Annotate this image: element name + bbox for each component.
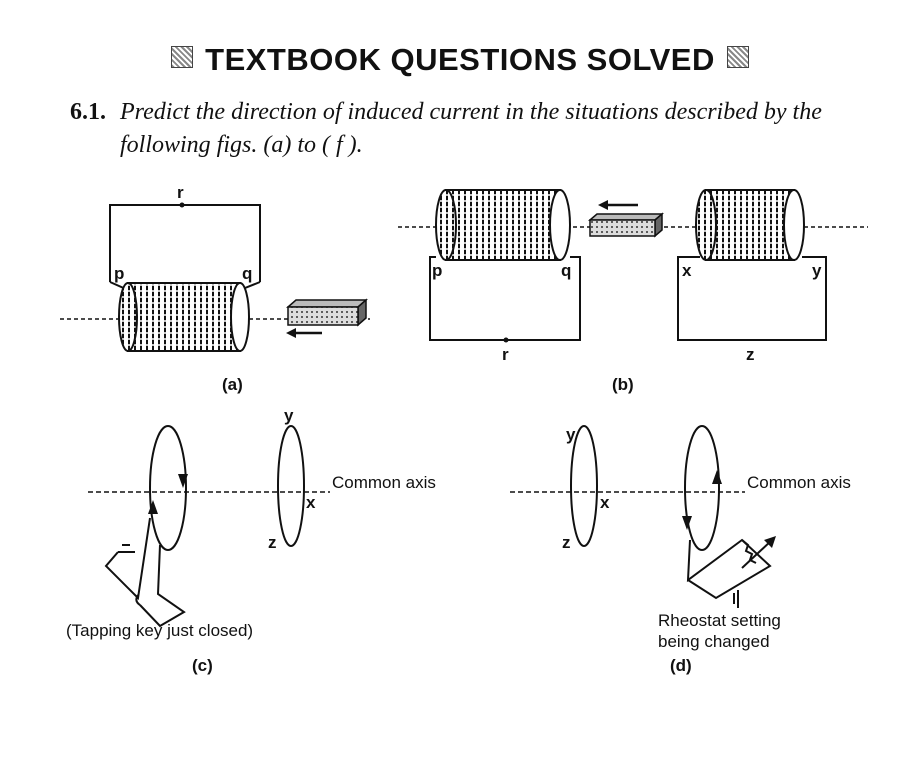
caption-b: (b): [612, 375, 634, 394]
label-x: x: [306, 493, 316, 512]
figure-note-line1: Rheostat setting: [658, 611, 781, 630]
label-y: y: [284, 406, 294, 425]
label-x: x: [600, 493, 610, 512]
label-q: q: [561, 261, 571, 280]
caption-d: (d): [670, 656, 692, 675]
label-z: z: [562, 533, 571, 552]
label-r: r: [502, 345, 509, 364]
coil-loop: [148, 425, 188, 551]
label-p: p: [432, 261, 442, 280]
decorative-square-icon: [171, 46, 194, 68]
question-text: Predict the direction of induced current…: [120, 99, 822, 158]
solenoid-pq: [118, 282, 250, 352]
section-title: TEXTBOOK QUESTIONS SOLVED: [205, 42, 715, 77]
label-y: y: [566, 425, 576, 444]
label-z: z: [268, 533, 277, 552]
solenoid-pq: [435, 189, 571, 261]
figure-b: p q r x y z (b): [398, 189, 868, 394]
caption-a: (a): [222, 375, 243, 394]
question-number: 6.1.: [70, 99, 106, 125]
label-y: y: [812, 261, 822, 280]
figure-note-line2: being changed: [658, 632, 770, 651]
coil-loop: [682, 425, 722, 551]
label-r: r: [177, 183, 184, 202]
label-z: z: [746, 345, 755, 364]
bar-magnet: [587, 212, 665, 238]
label-x: x: [682, 261, 692, 280]
solenoid-xy: [695, 189, 805, 261]
question-block: 6.1. Predict the direction of induced cu…: [70, 96, 900, 162]
figure-note: (Tapping key just closed): [66, 621, 253, 640]
figure-a: r p q (a): [60, 183, 370, 394]
label-q: q: [242, 264, 252, 283]
decorative-square-icon: [726, 46, 749, 68]
bar-magnet: [286, 298, 368, 327]
label-p: p: [114, 264, 124, 283]
axis-label: Common axis: [332, 473, 436, 492]
figure-d: Common axis y x z Rheostat setting being…: [510, 425, 851, 675]
section-heading: TEXTBOOK QUESTIONS SOLVED: [0, 42, 920, 78]
axis-label: Common axis: [747, 473, 851, 492]
caption-c: (c): [192, 656, 213, 675]
figure-c: Common axis y x z (Tapping key just clos…: [66, 406, 436, 675]
